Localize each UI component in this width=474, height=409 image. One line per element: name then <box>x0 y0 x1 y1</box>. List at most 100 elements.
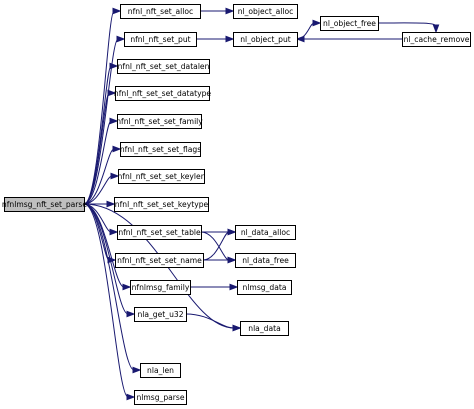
node-box[interactable] <box>115 253 204 268</box>
node-get-u32[interactable]: nla_get_u32 <box>134 307 187 322</box>
edge-line <box>83 203 110 261</box>
arrowhead-icon <box>110 172 120 180</box>
node-datatype[interactable]: nfnl_nft_set_set_datatype <box>114 86 212 101</box>
node-table[interactable]: nfnl_nft_set_set_table <box>117 225 202 240</box>
node-box[interactable] <box>134 390 187 405</box>
node-label: nfnl_nft_set_set_keylen <box>117 172 205 181</box>
arrowhead-icon <box>225 7 235 15</box>
edges-layer <box>83 7 440 401</box>
arrowhead-icon <box>229 283 239 291</box>
node-label: nfnl_nft_set_alloc <box>128 7 193 16</box>
node-label: nl_object_free <box>323 19 376 28</box>
node-name[interactable]: nfnl_nft_set_set_name <box>115 253 204 268</box>
edge-set_alloc-to-obj_alloc <box>199 7 235 15</box>
arrowhead-icon <box>227 228 237 236</box>
node-box[interactable] <box>130 280 191 295</box>
arrowhead-icon <box>112 145 122 153</box>
node-obj-alloc[interactable]: nl_object_alloc <box>233 4 298 19</box>
arrowhead-icon <box>109 117 119 125</box>
arrowhead-icon <box>106 200 116 208</box>
edge-line <box>83 92 110 205</box>
arrowhead-icon <box>432 24 440 34</box>
arrowhead-icon <box>109 228 119 236</box>
edge-line <box>83 203 125 288</box>
node-datalen[interactable]: nfnl_nft_set_set_datalen <box>117 59 210 74</box>
edge-get_u32-to-nla_data <box>185 313 242 332</box>
node-label: nfnl_nft_set_set_flags <box>120 145 201 154</box>
node-obj-free[interactable]: nl_object_free <box>320 16 379 31</box>
node-cache-remove[interactable]: nl_cache_remove <box>402 32 471 47</box>
node-box[interactable] <box>120 4 201 19</box>
arrowhead-icon <box>225 35 235 43</box>
node-box[interactable] <box>115 86 210 101</box>
edge-root-to-nla_len <box>83 203 142 374</box>
arrowhead-icon <box>109 62 119 70</box>
node-label: nla_get_u32 <box>137 310 183 319</box>
node-nlmsg-parse[interactable]: nlmsg_parse <box>134 390 187 405</box>
edge-name-to-data_alloc <box>202 228 237 261</box>
node-box[interactable] <box>120 142 201 157</box>
node-label: nfnl_nft_set_set_family <box>116 117 203 126</box>
node-box[interactable] <box>235 253 296 268</box>
node-label: nfnlmsg_nft_set_parse <box>2 200 87 209</box>
edge-line <box>83 148 115 205</box>
node-label: nl_data_free <box>242 256 289 265</box>
arrowhead-icon <box>116 35 126 43</box>
node-box[interactable] <box>140 363 181 378</box>
edge-cache_remove-to-obj_put <box>295 35 403 43</box>
node-keytype[interactable]: nfnl_nft_set_set_keytype <box>114 197 209 212</box>
node-box[interactable] <box>237 280 292 295</box>
node-box[interactable] <box>114 197 209 212</box>
node-box[interactable] <box>235 225 296 240</box>
node-box[interactable] <box>240 321 289 336</box>
node-nfnlmsg-family[interactable]: nfnlmsg_family <box>130 280 191 295</box>
arrowhead-icon <box>227 256 237 264</box>
node-set-put[interactable]: nfnl_nft_set_put <box>124 32 197 47</box>
arrowhead-icon <box>112 7 122 15</box>
node-box[interactable] <box>134 307 187 322</box>
edge-nfnlmsg_family-to-nlmsg_data <box>190 283 239 291</box>
node-box[interactable] <box>320 16 379 31</box>
edge-line <box>83 203 129 398</box>
node-box[interactable] <box>233 4 298 19</box>
edge-line <box>83 175 113 205</box>
node-box[interactable] <box>4 197 85 212</box>
node-data-free[interactable]: nl_data_free <box>235 253 296 268</box>
node-nlmsg-data[interactable]: nlmsg_data <box>237 280 292 295</box>
node-box[interactable] <box>233 32 298 47</box>
node-flags[interactable]: nfnl_nft_set_set_flags <box>120 142 201 157</box>
node-root[interactable]: nfnlmsg_nft_set_parse <box>2 197 87 212</box>
node-label: nl_object_alloc <box>238 7 294 16</box>
edge-root-to-set_alloc <box>83 7 122 205</box>
node-label: nlmsg_data <box>243 283 287 292</box>
node-label: nfnl_nft_set_set_keytype <box>115 200 209 209</box>
node-label: nfnl_nft_set_set_datatype <box>114 89 212 98</box>
node-keylen[interactable]: nfnl_nft_set_set_keylen <box>117 169 206 184</box>
edge-line <box>83 203 135 371</box>
node-nla-data[interactable]: nla_data <box>240 321 289 336</box>
edge-set_put-to-obj_put <box>195 35 235 43</box>
node-data-alloc[interactable]: nl_data_alloc <box>235 225 296 240</box>
node-obj-put[interactable]: nl_object_put <box>233 32 298 47</box>
node-box[interactable] <box>118 169 205 184</box>
node-label: nlmsg_parse <box>136 393 184 402</box>
arrowhead-icon <box>232 324 242 332</box>
node-box[interactable] <box>402 32 471 47</box>
edge-root-to-family <box>83 117 119 205</box>
edge-root-to-nlmsg_parse <box>83 203 136 401</box>
edge-root-to-keylen <box>83 172 120 205</box>
node-box[interactable] <box>124 32 197 47</box>
edge-line <box>83 120 112 205</box>
node-label: nfnl_nft_set_set_datalen <box>118 62 210 71</box>
node-nla-len[interactable]: nla_len <box>140 363 181 378</box>
node-label: nl_cache_remove <box>404 35 470 44</box>
node-set-alloc[interactable]: nfnl_nft_set_alloc <box>120 4 201 19</box>
edge-line <box>83 65 112 205</box>
node-box[interactable] <box>117 225 202 240</box>
node-box[interactable] <box>117 59 210 74</box>
node-family[interactable]: nfnl_nft_set_set_family <box>116 114 203 129</box>
edge-obj_put-to-obj_free <box>296 19 322 40</box>
node-box[interactable] <box>117 114 202 129</box>
arrowhead-icon <box>107 89 117 97</box>
